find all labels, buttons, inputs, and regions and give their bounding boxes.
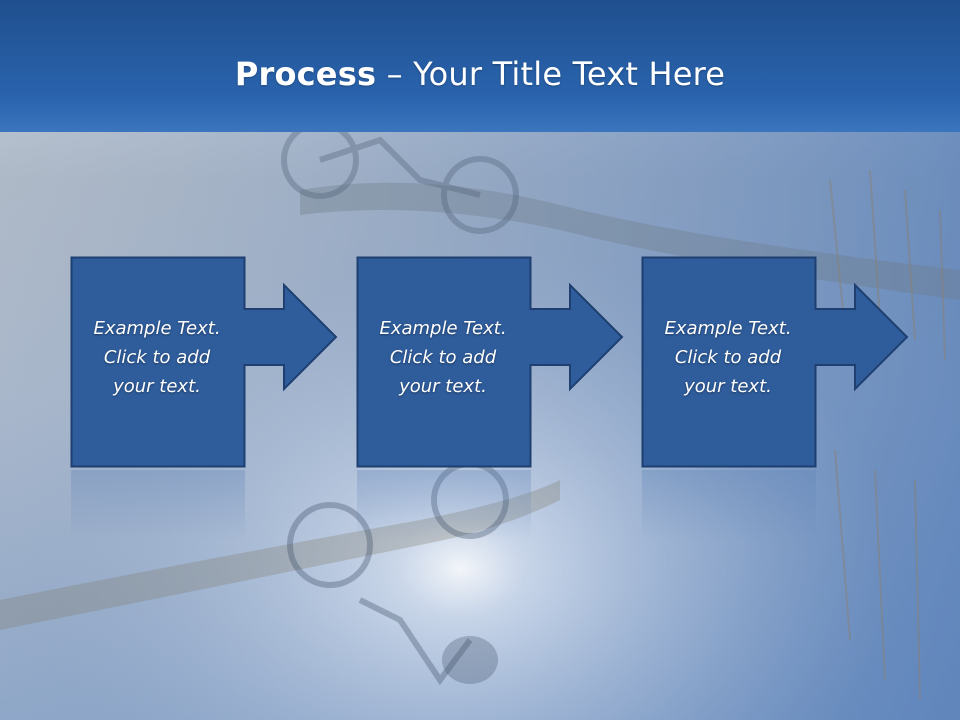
- arrow-box-shape: [356, 256, 624, 468]
- step-reflection-2: [357, 470, 531, 540]
- title-rest: – Your Title Text Here: [376, 55, 726, 93]
- step-text[interactable]: Example Text. Click to add your text.: [664, 318, 792, 397]
- slide-title[interactable]: Process – Your Title Text Here: [0, 54, 960, 94]
- step-reflection-1: [71, 470, 245, 540]
- arrow-box-shape: [641, 256, 909, 468]
- process-step-1[interactable]: Example Text. Click to add your text.: [70, 256, 340, 468]
- step-reflection-3: [642, 470, 816, 540]
- arrow-box-shape: [70, 256, 338, 468]
- title-bar: [0, 0, 960, 132]
- step-text[interactable]: Example Text. Click to add your text.: [93, 318, 221, 397]
- step-text[interactable]: Example Text. Click to add your text.: [379, 318, 507, 397]
- process-step-2[interactable]: Example Text. Click to add your text.: [356, 256, 626, 468]
- title-bold: Process: [234, 55, 377, 93]
- process-step-3[interactable]: Example Text. Click to add your text.: [641, 256, 911, 468]
